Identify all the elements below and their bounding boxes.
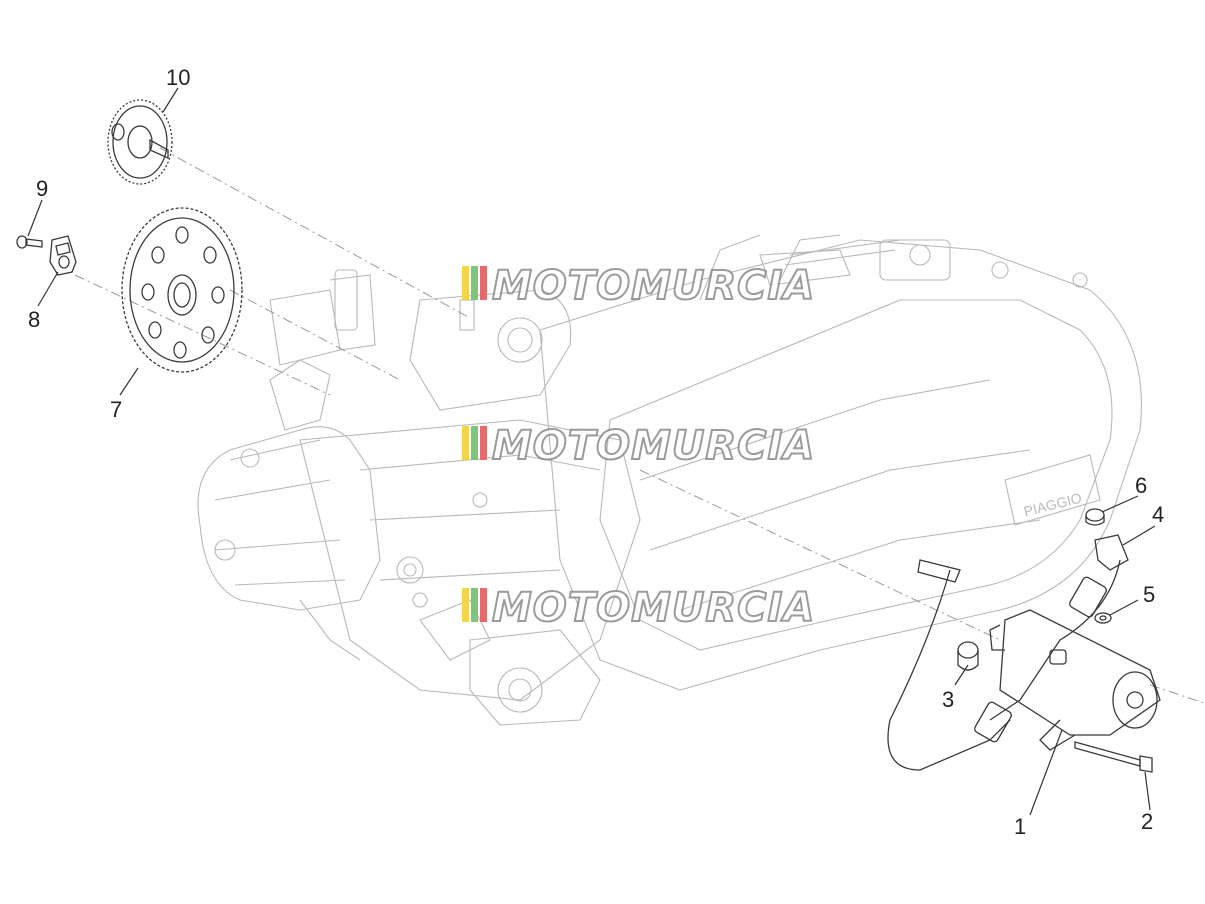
callout-3: 3	[942, 687, 954, 712]
watermark-bottom: MOTOMURCIA	[462, 584, 815, 632]
part-6-nut	[1085, 508, 1105, 526]
watermark-stripe-yellow	[462, 426, 469, 460]
watermark-stripe-green	[471, 266, 478, 300]
watermark-text: MOTOMURCIA	[492, 263, 815, 309]
watermark-stripe-red	[480, 266, 487, 300]
part-1-starter-motor	[989, 609, 1161, 751]
callout-10: 10	[166, 65, 190, 90]
part-8-bracket	[49, 235, 77, 276]
engine-brand-label: PIAGGIO	[1022, 490, 1083, 520]
watermark-stripe-red	[480, 426, 487, 460]
watermark-stripe-green	[471, 426, 478, 460]
part-7-large-gear	[121, 207, 243, 373]
part-10-gear	[107, 99, 173, 185]
part-4-cable	[887, 534, 1129, 771]
watermark-stripe-green	[471, 588, 478, 622]
callout-4: 4	[1152, 502, 1164, 527]
leader-lines	[27, 87, 1156, 816]
part-2-bolt	[1074, 741, 1153, 773]
callout-7: 7	[110, 397, 122, 422]
callout-5: 5	[1143, 582, 1155, 607]
watermark-text: MOTOMURCIA	[492, 585, 815, 631]
callout-2: 2	[1141, 809, 1153, 834]
callout-6: 6	[1135, 473, 1147, 498]
callout-9: 9	[36, 176, 48, 201]
engine-block: PIAGGIO	[197, 234, 1142, 726]
watermark-stripe-red	[480, 588, 487, 622]
callout-labels: 10 9 8 7 6 4 5 3 1 2	[28, 65, 1164, 839]
part-5-washer	[1094, 612, 1112, 624]
watermark-stripe-yellow	[462, 588, 469, 622]
watermark-stripe-yellow	[462, 266, 469, 300]
watermark-middle: MOTOMURCIA	[462, 422, 815, 470]
part-9-screw	[16, 235, 43, 249]
part-3-spacer	[957, 641, 979, 671]
callout-1: 1	[1014, 814, 1026, 839]
callout-8: 8	[28, 307, 40, 332]
watermark-top: MOTOMURCIA	[462, 262, 815, 310]
watermark-text: MOTOMURCIA	[492, 423, 815, 469]
